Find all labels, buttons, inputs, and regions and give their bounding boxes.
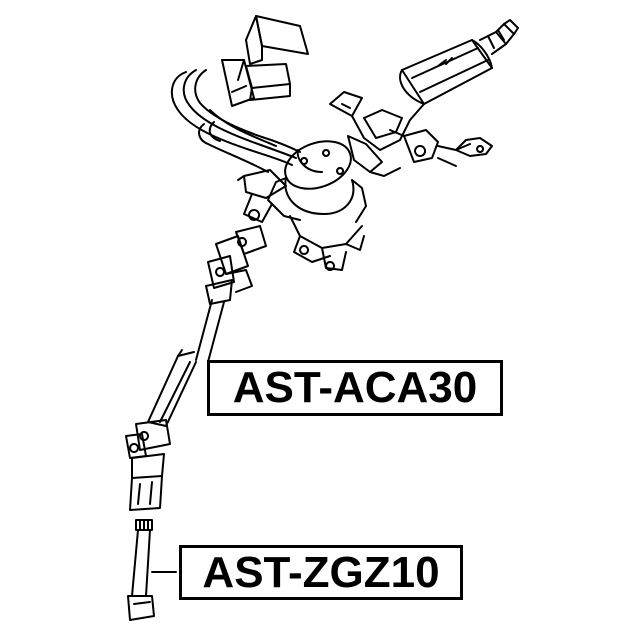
upper-universal-joint [205,225,267,305]
gear-housing [289,215,365,271]
column-bracket [329,91,493,177]
wiring-harness [170,59,301,173]
part-number-label-upper: AST-ACA30 [207,360,503,416]
input-shaft [479,19,519,55]
upper-connector [237,15,309,81]
lower-connector [231,63,291,101]
part-number-label-lower: AST-ZGZ10 [179,545,463,600]
upper-column-tube [399,39,493,105]
eps-motor [267,140,367,223]
lower-shaft [127,519,155,621]
lower-universal-joint [125,419,171,511]
motor-mount-left [237,169,287,223]
